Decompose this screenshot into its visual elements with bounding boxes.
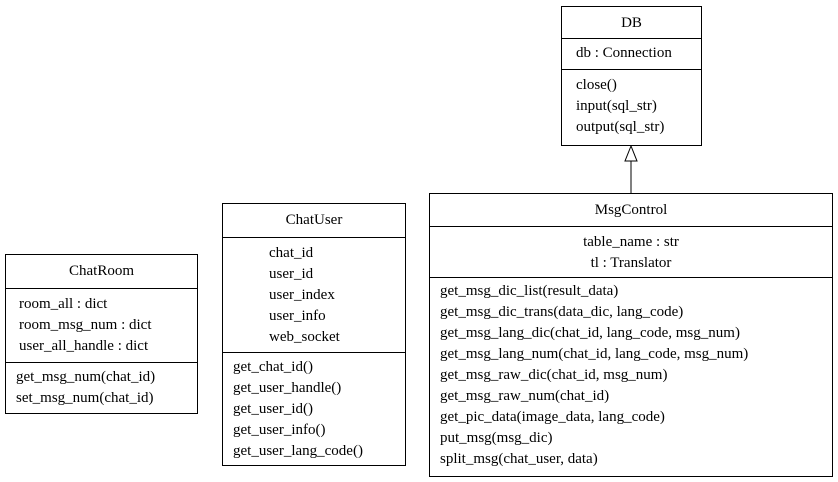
attribute: user_index <box>269 287 335 303</box>
class-msgcontrol-attributes: table_name : str tl : Translator <box>430 226 832 277</box>
attribute: user_id <box>269 266 314 282</box>
attribute: room_all : dict <box>19 296 108 312</box>
attribute: web_socket <box>269 329 340 345</box>
method: get_msg_dic_list(result_data) <box>440 283 619 299</box>
method: get_msg_num(chat_id) <box>16 369 156 385</box>
method: get_pic_data(image_data, lang_code) <box>440 409 665 425</box>
class-msgcontrol[interactable]: MsgControl table_name : str tl : Transla… <box>429 193 833 477</box>
attribute: table_name : str <box>583 234 679 250</box>
class-chatroom-methods: get_msg_num(chat_id) set_msg_num(chat_id… <box>6 362 197 409</box>
attribute: user_all_handle : dict <box>19 338 149 354</box>
method: get_msg_lang_dic(chat_id, lang_code, msg… <box>440 325 740 341</box>
attribute: chat_id <box>269 245 314 261</box>
method: get_user_lang_code() <box>233 443 363 459</box>
class-db-name: DB <box>621 15 642 31</box>
class-db-attributes: db : Connection <box>562 38 701 69</box>
class-chatroom-name: ChatRoom <box>68 263 134 279</box>
class-chatuser-name: ChatUser <box>285 212 343 228</box>
method: put_msg(msg_dic) <box>440 430 553 446</box>
method: get_user_handle() <box>233 380 342 396</box>
method: get_msg_raw_num(chat_id) <box>440 388 610 404</box>
class-msgcontrol-name: MsgControl <box>594 202 668 218</box>
method: split_msg(chat_user, data) <box>440 451 598 467</box>
method: set_msg_num(chat_id) <box>16 390 154 406</box>
class-chatuser-attributes: chat_id user_id user_index user_info web… <box>223 237 405 352</box>
class-db[interactable]: DB db : Connection close() input(sql_str… <box>561 6 702 146</box>
class-chatuser[interactable]: ChatUser chat_id user_id user_index user… <box>222 203 406 466</box>
class-chatroom-attributes: room_all : dict room_msg_num : dict user… <box>6 288 197 362</box>
method: input(sql_str) <box>576 98 657 114</box>
method: get_msg_lang_num(chat_id, lang_code, msg… <box>440 346 749 362</box>
class-chatuser-methods: get_chat_id() get_user_handle() get_user… <box>223 352 405 462</box>
inheritance-arrowhead-icon <box>624 144 638 162</box>
method: close() <box>576 77 617 93</box>
class-msgcontrol-methods: get_msg_dic_list(result_data) get_msg_di… <box>430 277 832 470</box>
attribute: db : Connection <box>576 45 672 61</box>
class-db-methods: close() input(sql_str) output(sql_str) <box>562 69 701 145</box>
method: get_user_id() <box>233 401 313 417</box>
method: output(sql_str) <box>576 119 665 135</box>
method: get_msg_raw_dic(chat_id, msg_num) <box>440 367 668 383</box>
method: get_user_info() <box>233 422 326 438</box>
attribute: room_msg_num : dict <box>19 317 152 333</box>
attribute: user_info <box>269 308 326 324</box>
method: get_chat_id() <box>233 359 313 375</box>
attribute: tl : Translator <box>590 255 672 271</box>
method: get_msg_dic_trans(data_dic, lang_code) <box>440 304 684 320</box>
class-chatroom[interactable]: ChatRoom room_all : dict room_msg_num : … <box>5 254 198 414</box>
